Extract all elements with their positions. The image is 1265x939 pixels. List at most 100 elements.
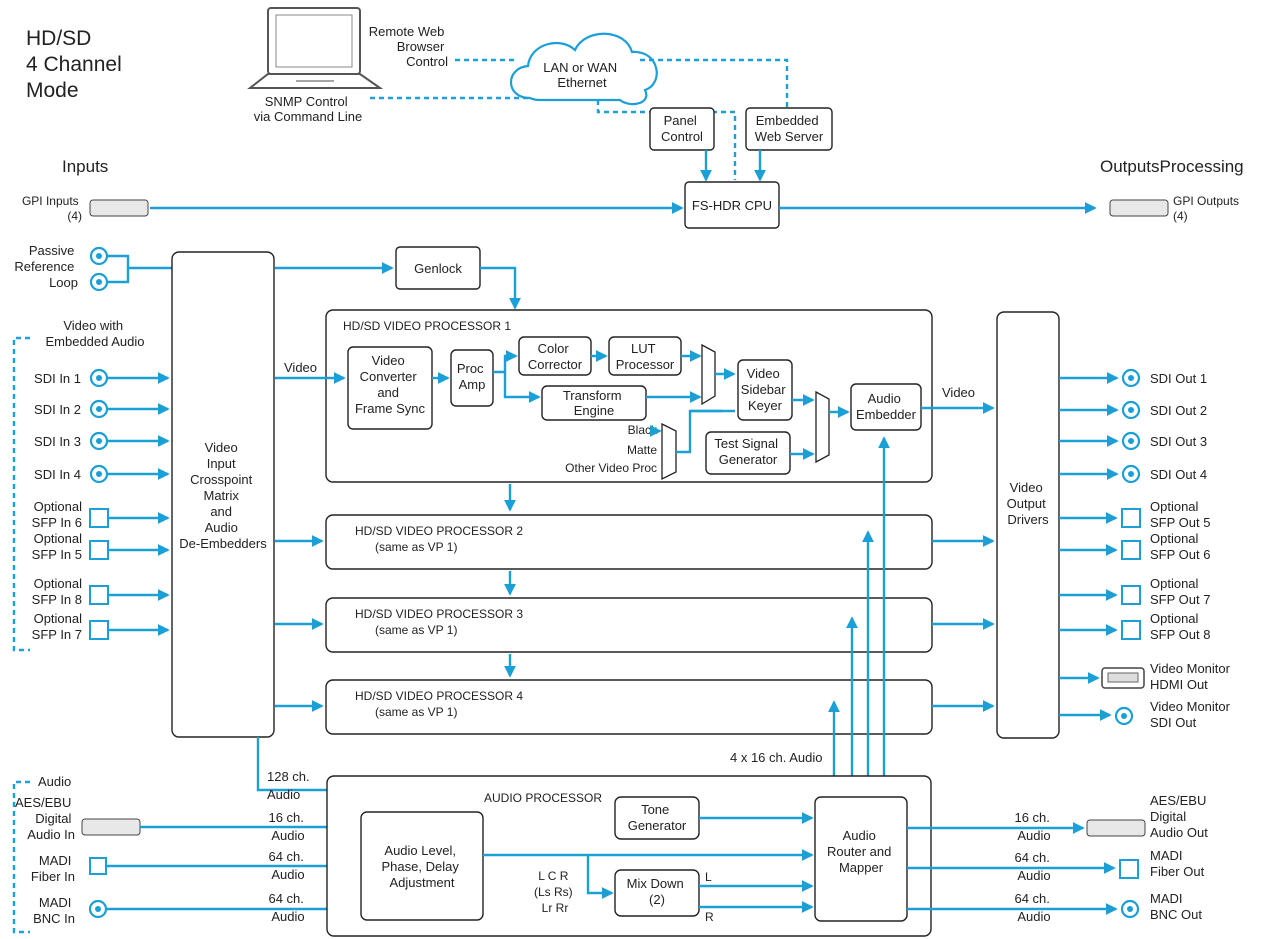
audio-level-box bbox=[360, 811, 484, 921]
aes-ebu-in-connector-icon bbox=[81, 818, 141, 836]
other-video-proc-label: Other Video Proc bbox=[565, 461, 657, 475]
aes-ebu-out-connector-icon bbox=[1086, 819, 1146, 837]
reference-bnc-icon bbox=[89, 246, 109, 292]
audio-processor-title: AUDIO PROCESSOR bbox=[484, 791, 602, 805]
video-processor-title: HD/SD VIDEO PROCESSOR 3 bbox=[355, 607, 523, 621]
mux-3-icon bbox=[815, 390, 830, 464]
audio-embedder-label: Audio Embedder bbox=[856, 391, 917, 422]
video-processor-sub: (same as VP 1) bbox=[375, 623, 457, 637]
video-in-label: Video bbox=[284, 360, 317, 375]
sdi-in-label: SDI In 2 bbox=[34, 402, 81, 417]
sdi-in-bnc-icon bbox=[89, 431, 109, 451]
madi-bnc-in-label: MADI BNC In bbox=[33, 895, 75, 926]
sdi-out-label: SDI Out 3 bbox=[1150, 434, 1207, 449]
sdi-in-label: SDI In 1 bbox=[34, 371, 81, 386]
mixdown-r-label: R bbox=[705, 910, 714, 924]
madi-bnc-in-icon bbox=[88, 899, 108, 919]
crosspoint-matrix-label: Video Input Crosspoint Matrix and Audio … bbox=[179, 440, 267, 551]
cloud-icon bbox=[510, 32, 658, 106]
sdi-out-bnc-icon bbox=[1121, 464, 1141, 484]
lcr-label: L C R (Ls Rs) Lr Rr bbox=[534, 869, 576, 915]
madi-bnc-out-label: MADI BNC Out bbox=[1150, 891, 1202, 922]
panel-control-box bbox=[649, 107, 715, 151]
madi-bnc-out-icon bbox=[1120, 899, 1140, 919]
madi-fiber-out-ch-label: 64 ch. Audio bbox=[1014, 850, 1053, 883]
laptop-icon bbox=[247, 7, 384, 89]
video-processors-2-4: HD/SD VIDEO PROCESSOR 2 (same as VP 1) HD/… bbox=[275, 484, 995, 735]
madi-fiber-in-label: MADI Fiber In bbox=[31, 853, 75, 884]
sdi-out-label: SDI Out 1 bbox=[1150, 371, 1207, 386]
sdi-in-label: SDI In 3 bbox=[34, 434, 81, 449]
outputs-header: OutputsProcessing bbox=[1100, 157, 1244, 176]
transform-engine-box bbox=[541, 385, 647, 421]
video-sidebar-keyer-box bbox=[737, 359, 793, 421]
cpu-label: FS-HDR CPU bbox=[692, 198, 772, 213]
inputs-header: Inputs bbox=[62, 157, 108, 176]
video-converter-box bbox=[347, 346, 433, 430]
video-output-drivers-box bbox=[996, 311, 1060, 739]
hdmi-connector-icon bbox=[1101, 667, 1145, 689]
madi-fiber-out-sfp-icon bbox=[1119, 859, 1139, 879]
gpi-outputs-connector-icon bbox=[1109, 199, 1169, 217]
audio-128-label: 128 ch. Audio bbox=[267, 769, 313, 802]
video-processor-1-title: HD/SD VIDEO PROCESSOR 1 bbox=[343, 319, 511, 333]
matte-label: Matte bbox=[627, 443, 657, 457]
madi-bnc-ch-label: 64 ch. Audio bbox=[268, 891, 307, 924]
audio-level-label: Audio Level, Phase, Delay Adjustment bbox=[382, 843, 463, 890]
aes-ch-label: 16 ch. Audio bbox=[268, 810, 307, 843]
sdi-in-bnc-icon bbox=[89, 399, 109, 419]
madi-fiber-out-label: MADI Fiber Out bbox=[1150, 848, 1205, 879]
aes-out-ch-label: 16 ch. Audio bbox=[1014, 810, 1053, 843]
sfp-out-icon bbox=[1121, 508, 1141, 528]
audio-router-label: Audio Router and Mapper bbox=[827, 828, 895, 875]
audio-16x4-label: 4 x 16 ch. Audio bbox=[730, 750, 823, 765]
video-processor-title: HD/SD VIDEO PROCESSOR 2 bbox=[355, 524, 523, 538]
color-corrector-label: Color Corrector bbox=[528, 341, 583, 372]
sdi-in-bnc-icon bbox=[89, 368, 109, 388]
gpi-inputs-connector-icon bbox=[89, 199, 149, 217]
madi-fiber-ch-label: 64 ch. Audio bbox=[268, 849, 307, 882]
crosspoint-matrix-box bbox=[171, 251, 275, 738]
test-signal-generator-label: Test Signal Generator bbox=[714, 436, 781, 467]
transform-engine-label: Transform Engine bbox=[563, 388, 625, 418]
mix-down-box bbox=[614, 869, 700, 917]
video-out-label: Video bbox=[942, 385, 975, 400]
gpi-outputs-label: GPI Outputs (4) bbox=[1173, 194, 1242, 223]
black-label: Black bbox=[628, 423, 658, 437]
mux-1-icon bbox=[701, 343, 716, 406]
lut-processor-label: LUT Processor bbox=[616, 341, 675, 372]
madi-fiber-in-sfp-icon bbox=[89, 857, 107, 875]
sfp-in-icon bbox=[89, 540, 109, 560]
panel-control-label: Panel Control bbox=[661, 113, 703, 144]
sfp-out-icon bbox=[1121, 585, 1141, 605]
reference-label: Passive Reference Loop bbox=[14, 243, 78, 290]
proc-amp-box bbox=[450, 349, 494, 407]
sdi-out-label: SDI Out 2 bbox=[1150, 403, 1207, 418]
madi-bnc-out-ch-label: 64 ch. Audio bbox=[1014, 891, 1053, 924]
sfp-out-icon bbox=[1121, 540, 1141, 560]
gpi-inputs-label: GPI Inputs (4) bbox=[22, 194, 82, 223]
video-with-audio-label: Video with Embedded Audio bbox=[45, 318, 144, 349]
embedded-web-server-box bbox=[745, 107, 833, 151]
video-output-drivers-label: Video Output Drivers bbox=[1007, 480, 1050, 527]
remote-web-label: Remote Web Browser Control bbox=[369, 24, 448, 69]
cpu-box bbox=[684, 181, 780, 229]
diagram-title: HD/SD 4 Channel Mode bbox=[26, 27, 128, 102]
sfp-in-icon bbox=[89, 508, 109, 528]
mixdown-l-label: L bbox=[705, 870, 712, 884]
mix-down-label: Mix Down (2) bbox=[627, 876, 688, 907]
sfp-in-icon bbox=[89, 585, 109, 605]
proc-amp-label: Proc Amp bbox=[457, 361, 487, 392]
aes-ebu-out-label: AES/EBU Digital Audio Out bbox=[1150, 793, 1210, 840]
sdi-out-bnc-icon bbox=[1121, 400, 1141, 420]
embedded-web-server-label: Embedded Web Server bbox=[755, 113, 824, 144]
